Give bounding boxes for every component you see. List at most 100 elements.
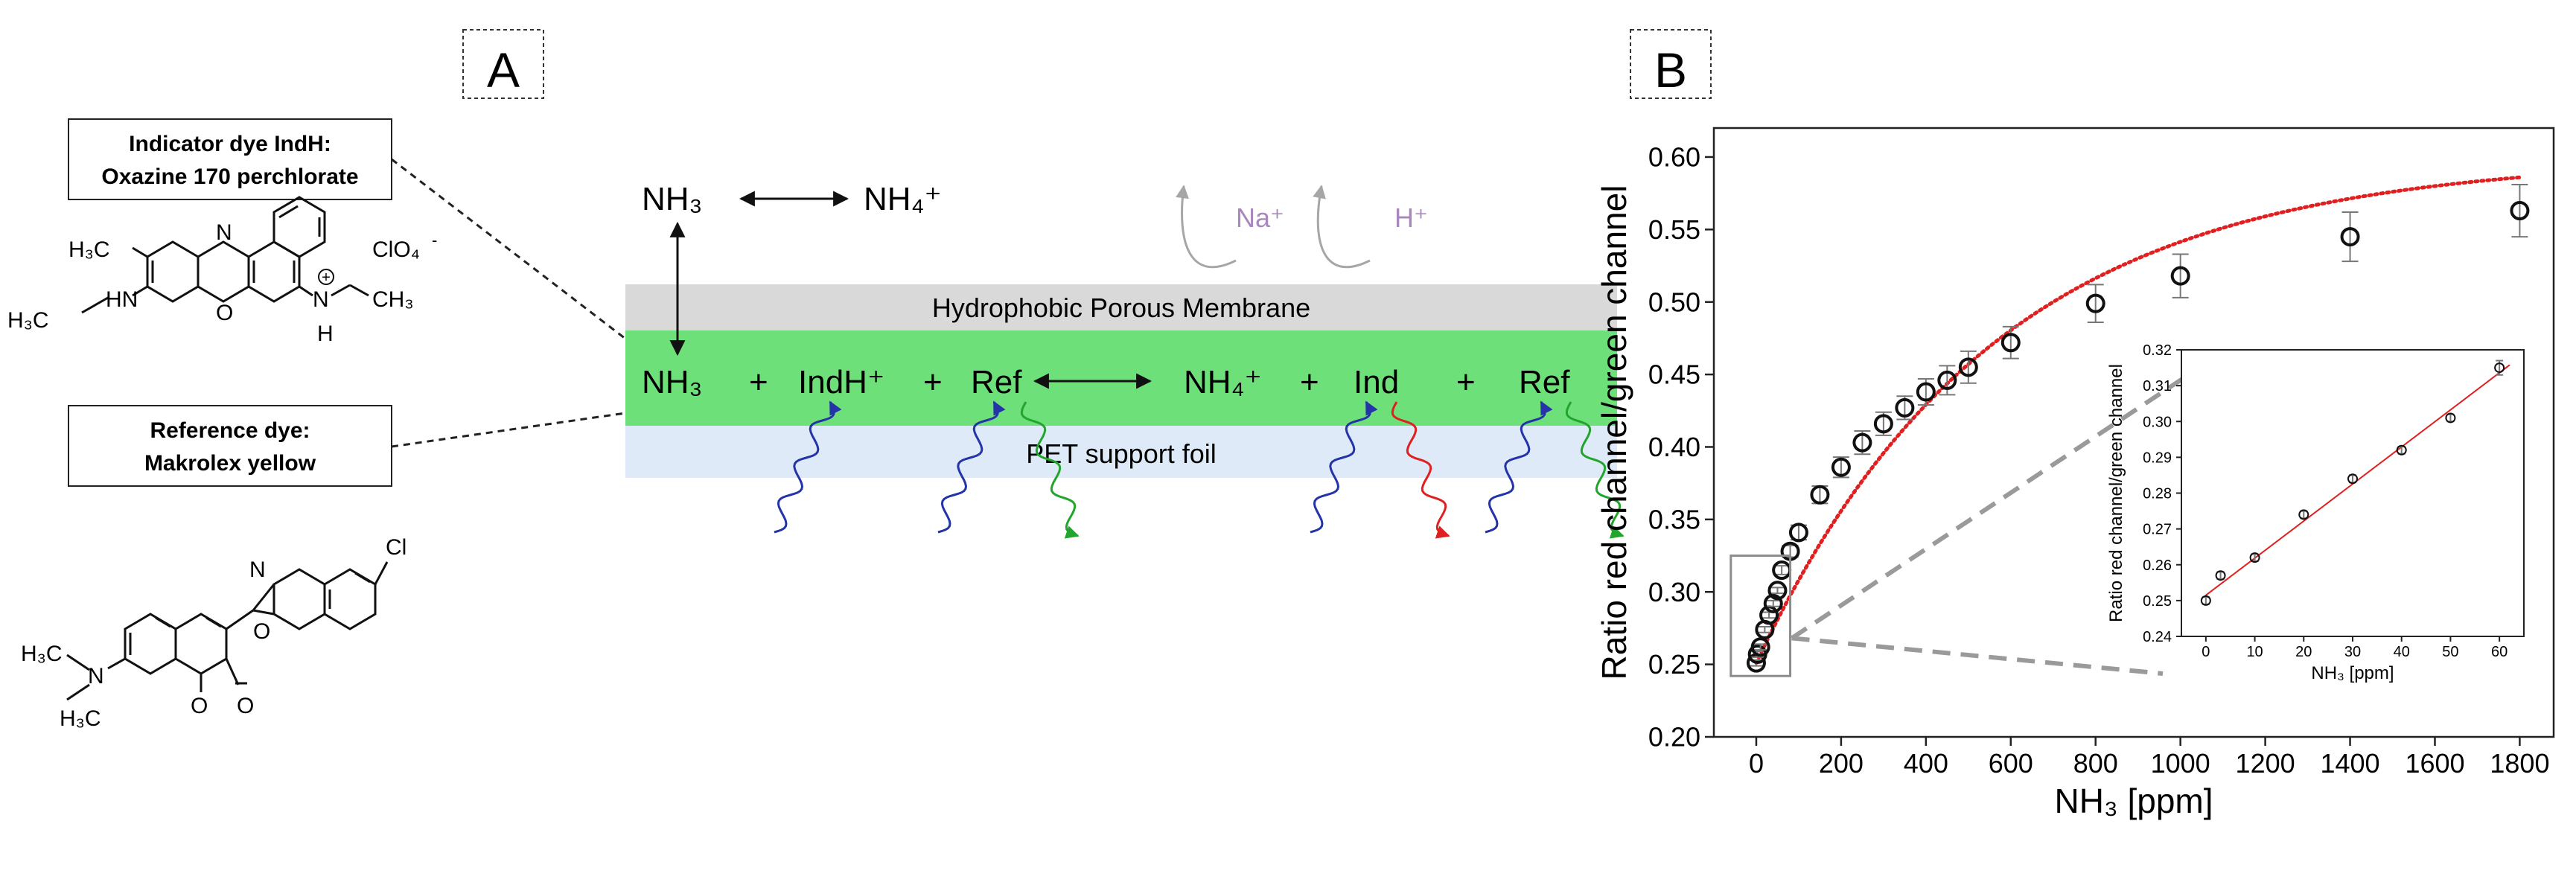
inset-xtick-label: 20 xyxy=(2295,644,2312,660)
membrane-label: Hydrophobic Porous Membrane xyxy=(932,293,1310,323)
coumarin-o-carbonyl: O xyxy=(237,694,254,718)
pet-foil-layer xyxy=(625,426,1617,478)
foil-label: PET support foil xyxy=(1026,438,1216,469)
panel-a: A Indicator dye IndH: Oxazine 170 perchl… xyxy=(7,29,1625,731)
main-data-point xyxy=(2340,227,2360,247)
inset-ylabel: Ratio red channel/green channel xyxy=(2106,364,2126,622)
oxazine-ch3: CH₃ xyxy=(372,287,414,312)
inset-data-point xyxy=(2347,473,2358,485)
main-error-bar xyxy=(1764,599,1782,607)
inset-ytick-label: 0.27 xyxy=(2143,522,2172,538)
main-ylabel: Ratio red channel/green channel xyxy=(1595,185,1633,680)
coumarin-structure xyxy=(66,561,389,701)
svg-text:+: + xyxy=(322,269,331,286)
main-xtick-label: 1400 xyxy=(2320,748,2379,779)
main-data-point xyxy=(1767,581,1788,601)
oxazine-methyl: H₃C xyxy=(68,237,110,262)
sensor-equation: NH₃ + IndH⁺ + Ref NH₄⁺ + Ind + Ref xyxy=(642,364,1570,400)
inset-xtick-label: 30 xyxy=(2344,644,2361,660)
emission-wave-ref-1 xyxy=(1020,401,1080,539)
inset-xtick-label: 50 xyxy=(2442,644,2458,660)
oxazine-n-ring: N xyxy=(216,220,232,245)
inset-data-point xyxy=(2298,509,2309,520)
inset-ytick-label: 0.24 xyxy=(2143,629,2172,645)
main-ytick-label: 0.60 xyxy=(1648,142,1700,173)
main-data-point xyxy=(2085,293,2105,313)
reference-leader-line xyxy=(391,412,626,448)
main-data-point xyxy=(1916,382,1936,402)
main-data-point xyxy=(2170,266,2190,286)
zoom-connector-bottom xyxy=(1791,636,2164,676)
emission-wave-ref-2 xyxy=(1565,401,1625,539)
oxazine-atom-labels: H₃C H₃C HN N O N + H CH₃ ClO₄ - xyxy=(7,220,437,346)
oxazine-o-ring: O xyxy=(216,301,233,325)
h-ion-label: H⁺ xyxy=(1394,202,1428,233)
main-data-point xyxy=(1810,485,1830,505)
main-data-point xyxy=(1852,432,1872,453)
main-error-bar xyxy=(2087,284,2104,323)
main-error-bar xyxy=(1769,587,1786,595)
na-ion-label: Na⁺ xyxy=(1236,202,1284,233)
h-exchange-arrow xyxy=(1313,185,1371,269)
inset-ytick-label: 0.28 xyxy=(2143,486,2172,502)
main-ytick-label: 0.45 xyxy=(1648,360,1700,390)
main-error-bar xyxy=(2341,211,2359,263)
reference-dye-name: Makrolex yellow xyxy=(144,451,316,476)
emission-wave-ind xyxy=(1391,401,1450,539)
main-ytick-label: 0.30 xyxy=(1648,577,1700,607)
panel-a-label-box xyxy=(462,29,544,99)
main-ytick-label: 0.20 xyxy=(1648,722,1700,753)
excitation-wave-ref-2 xyxy=(1485,400,1553,534)
oxazine-h: H xyxy=(317,322,334,346)
hydrophobic-membrane-layer xyxy=(625,284,1617,330)
inset-xtick-label: 60 xyxy=(2491,644,2508,660)
main-xtick-label: 1000 xyxy=(2151,748,2210,779)
inset-ytick-label: 0.25 xyxy=(2143,593,2172,610)
main-ytick-label: 0.35 xyxy=(1648,504,1700,534)
main-error-bar xyxy=(1960,350,1977,384)
inset-ytick-label: 0.26 xyxy=(2143,557,2172,574)
main-error-bar xyxy=(2172,253,2189,298)
sensor-ind: Ind xyxy=(1354,364,1399,400)
main-xtick-label: 200 xyxy=(1819,748,1864,779)
zoom-connector-lines xyxy=(1729,355,2216,677)
excitation-wave-ref-1 xyxy=(937,400,1006,534)
main-error-bar xyxy=(1756,625,1773,633)
main-data-point xyxy=(1873,414,1893,434)
light-waves xyxy=(774,400,1625,539)
indicator-dye-name: Oxazine 170 perchlorate xyxy=(101,164,358,189)
main-xtick-label: 400 xyxy=(1904,748,1948,779)
sensor-indh: IndH⁺ xyxy=(798,364,884,400)
gas-nh4: NH₄⁺ xyxy=(864,181,942,217)
inset-data-point xyxy=(2200,595,2211,606)
oxazine-ethyl: H₃C xyxy=(7,308,49,333)
main-data-point xyxy=(1958,357,1978,377)
excitation-wave-indh xyxy=(774,400,842,534)
main-xtick-label: 0 xyxy=(1749,748,1764,779)
inset-data-point xyxy=(2249,552,2260,563)
main-data-point xyxy=(1788,523,1808,543)
panel-b-label-box xyxy=(1630,29,1712,99)
indicator-dye-box: Indicator dye IndH: Oxazine 170 perchlor… xyxy=(68,118,392,200)
indicator-dye-title: Indicator dye IndH: xyxy=(129,132,331,156)
coumarin-n-amine: N xyxy=(88,664,104,688)
sensor-ref-1: Ref xyxy=(971,364,1022,400)
oxazine-counter-ion: ClO₄ xyxy=(372,237,420,262)
reference-dye-box: Reference dye: Makrolex yellow xyxy=(68,405,392,487)
main-data-point xyxy=(2000,333,2021,353)
main-data-point xyxy=(2510,201,2530,221)
coumarin-n-oxazole: N xyxy=(249,557,266,582)
panel-b-label: B xyxy=(1654,42,1687,98)
inset-xlabel: NH₃ [ppm] xyxy=(2311,663,2394,683)
zoom-region-box xyxy=(1729,555,1792,677)
main-data-point xyxy=(1750,637,1770,657)
main-xtick-label: 600 xyxy=(1989,748,2033,779)
sensor-nh4: NH₄⁺ xyxy=(1184,364,1262,400)
sensor-nh3: NH₃ xyxy=(642,364,702,400)
inset-data-point xyxy=(2215,570,2226,581)
sensor-ref-2: Ref xyxy=(1519,364,1570,400)
inset-ytick-label: 0.32 xyxy=(2143,342,2172,359)
inset-data-point xyxy=(2445,412,2456,424)
